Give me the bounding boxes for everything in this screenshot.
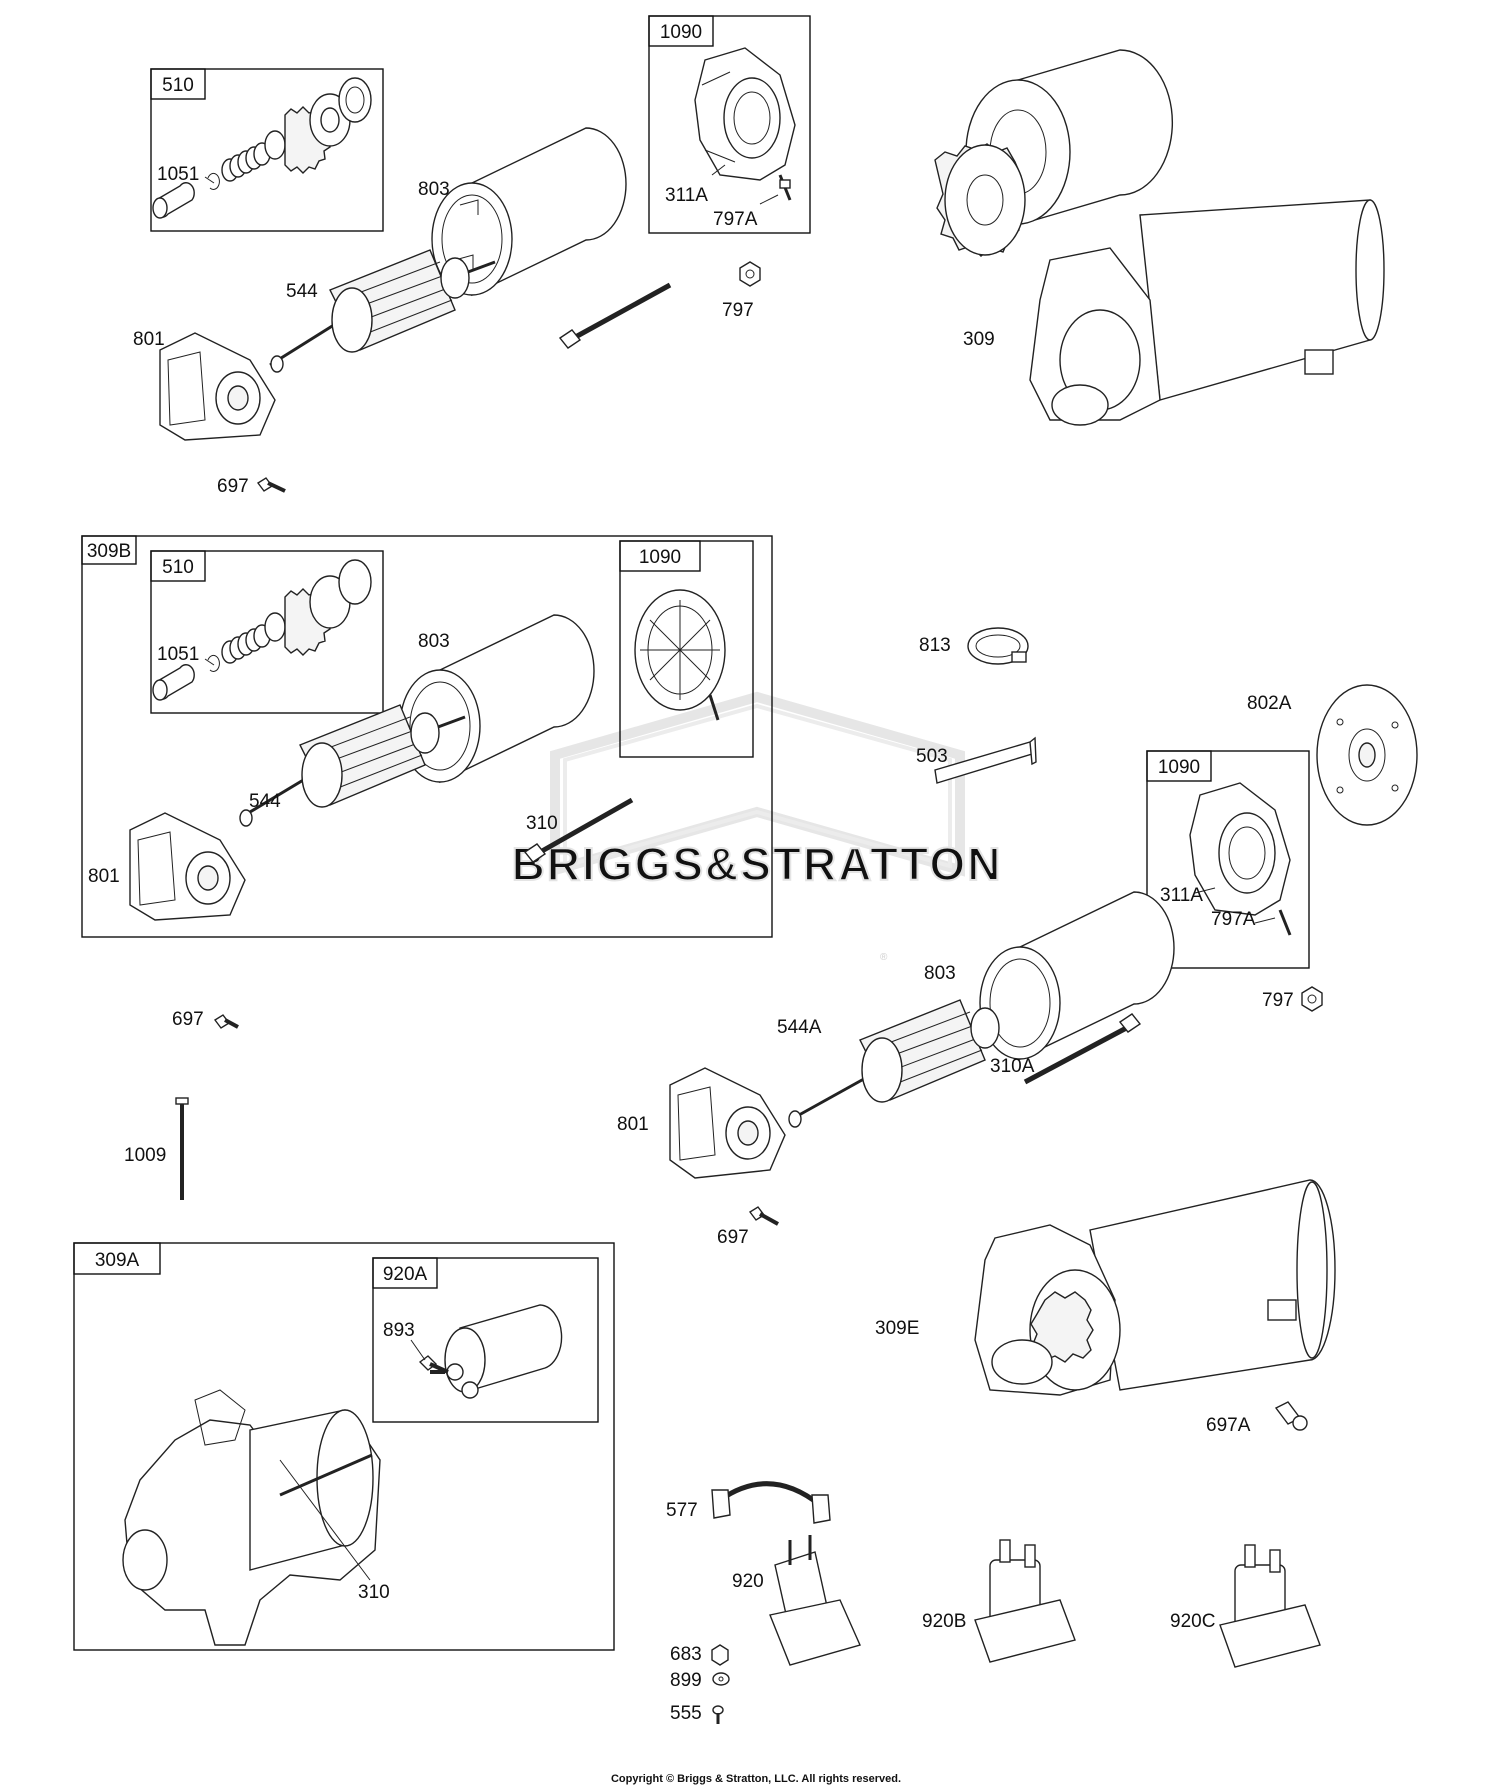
callout-503: 503 xyxy=(916,746,948,767)
copyright-notice: Copyright © Briggs & Stratton, LLC. All … xyxy=(611,1773,901,1785)
box-label-920A: 920A xyxy=(383,1264,428,1285)
bolt-697A xyxy=(1274,1401,1308,1431)
drive-kit-510-top xyxy=(152,77,372,219)
frame-1090-right: 1090 xyxy=(1146,750,1310,969)
callout-577: 577 xyxy=(666,1500,698,1521)
screw-555 xyxy=(712,1705,724,1724)
callout-555: 555 xyxy=(670,1703,702,1724)
callout-803-mid: 803 xyxy=(418,631,450,652)
callout-797-top: 797 xyxy=(722,300,754,321)
frame-309B: 309B xyxy=(81,535,773,938)
callout-797A-top: 797A xyxy=(713,209,758,230)
callout-labels: 1051 803 311A 797A 797 544 309 801 697 1… xyxy=(88,164,1294,1724)
callout-309E: 309E xyxy=(875,1318,919,1339)
box-label-510-mid: 510 xyxy=(162,557,194,578)
callout-683: 683 xyxy=(670,1644,702,1665)
callout-311A-right: 311A xyxy=(1160,885,1203,906)
callout-697-right: 697 xyxy=(717,1227,749,1248)
callout-309: 309 xyxy=(963,329,995,350)
callout-801-right: 801 xyxy=(617,1114,649,1135)
callout-697-left: 697 xyxy=(172,1009,204,1030)
callout-803-top: 803 xyxy=(418,179,450,200)
armature-544-mid xyxy=(239,704,466,827)
brush-holder-1090-top xyxy=(694,47,796,201)
frame-1090-mid: 1090 xyxy=(619,540,754,758)
solenoid-920 xyxy=(769,1535,861,1666)
watermark-brand-text: BRIGGS&STRATTON xyxy=(512,838,1003,890)
nut-797-right xyxy=(1301,986,1323,1012)
brush-holder-1090-right xyxy=(1189,782,1292,936)
callout-1051-top: 1051 xyxy=(157,164,199,185)
callout-801-mid: 801 xyxy=(88,866,120,887)
frame-309A: 309A xyxy=(73,1242,615,1651)
frame-510-mid: 510 xyxy=(150,550,384,714)
solenoid-920C xyxy=(1219,1544,1321,1668)
brand-watermark: BRIGGS&STRATTON ® xyxy=(511,691,1003,963)
box-label-1090-right: 1090 xyxy=(1158,757,1200,778)
frame-920A: 920A xyxy=(372,1257,599,1423)
watermark-registered-mark: ® xyxy=(880,952,888,963)
callout-310A: 310A xyxy=(990,1056,1035,1077)
armature-544A xyxy=(788,999,1000,1128)
bolt-310A xyxy=(1023,1013,1142,1085)
washer-899 xyxy=(712,1672,730,1686)
frame-510-top: 510 xyxy=(150,68,384,232)
box-label-1090-mid: 1090 xyxy=(639,547,681,568)
box-label-309A: 309A xyxy=(95,1250,140,1271)
solenoid-920A xyxy=(430,1304,563,1399)
bolt-697-left xyxy=(213,1014,239,1029)
leader-lines xyxy=(204,164,1276,1581)
callout-802A: 802A xyxy=(1247,693,1292,714)
clamp-813 xyxy=(967,627,1029,665)
end-cap-801-top xyxy=(159,332,276,441)
end-cap-801-mid xyxy=(129,812,246,921)
nut-683 xyxy=(711,1644,729,1666)
callout-1009: 1009 xyxy=(124,1145,166,1166)
callout-544-top: 544 xyxy=(286,281,318,302)
nut-797-top xyxy=(739,261,761,287)
bracket-503 xyxy=(934,736,1037,784)
bolt-1009 xyxy=(175,1097,189,1200)
starter-309A-assembly xyxy=(122,1389,381,1646)
frame-1090-top: 1090 xyxy=(648,15,811,234)
callout-920: 920 xyxy=(732,1571,764,1592)
magnet-tube-803-mid xyxy=(399,614,595,784)
through-bolt-top xyxy=(558,282,672,349)
callout-544A: 544A xyxy=(777,1017,822,1038)
callout-813: 813 xyxy=(919,635,951,656)
box-label-1090-top: 1090 xyxy=(660,22,702,43)
callout-920B: 920B xyxy=(922,1611,966,1632)
callout-697A: 697A xyxy=(1206,1415,1251,1436)
callout-797-right: 797 xyxy=(1262,990,1294,1011)
callout-697-top: 697 xyxy=(217,476,249,497)
box-label-309B: 309B xyxy=(87,541,131,562)
callout-801-top: 801 xyxy=(133,329,165,350)
drive-kit-510-mid xyxy=(152,559,372,701)
screw-893 xyxy=(418,1355,449,1374)
magnet-tube-803-right xyxy=(979,891,1175,1061)
callout-1051-mid: 1051 xyxy=(157,644,199,665)
solenoid-920B xyxy=(974,1539,1076,1663)
starter-309E-assembly xyxy=(974,1179,1336,1396)
starter-309-assembly xyxy=(934,49,1385,426)
callout-544-mid: 544 xyxy=(249,791,281,812)
bolt-697-right xyxy=(748,1206,779,1226)
brush-holder-1090-mid xyxy=(634,589,726,721)
callout-310-309A: 310 xyxy=(358,1582,390,1603)
callout-899: 899 xyxy=(670,1670,702,1691)
box-label-510-top: 510 xyxy=(162,75,194,96)
callout-803-right: 803 xyxy=(924,963,956,984)
bolt-310-mid xyxy=(523,797,634,863)
callout-893: 893 xyxy=(383,1320,415,1341)
bolt-697-top xyxy=(256,477,286,493)
callout-311A-top: 311A xyxy=(665,185,708,206)
cable-577 xyxy=(711,1481,831,1524)
callout-920C: 920C xyxy=(1170,1611,1215,1632)
plate-802A xyxy=(1316,684,1418,826)
armature-544-top xyxy=(269,249,496,373)
callout-310-mid: 310 xyxy=(526,813,558,834)
callout-797A-right: 797A xyxy=(1211,909,1256,930)
end-cap-801-right xyxy=(669,1067,786,1179)
